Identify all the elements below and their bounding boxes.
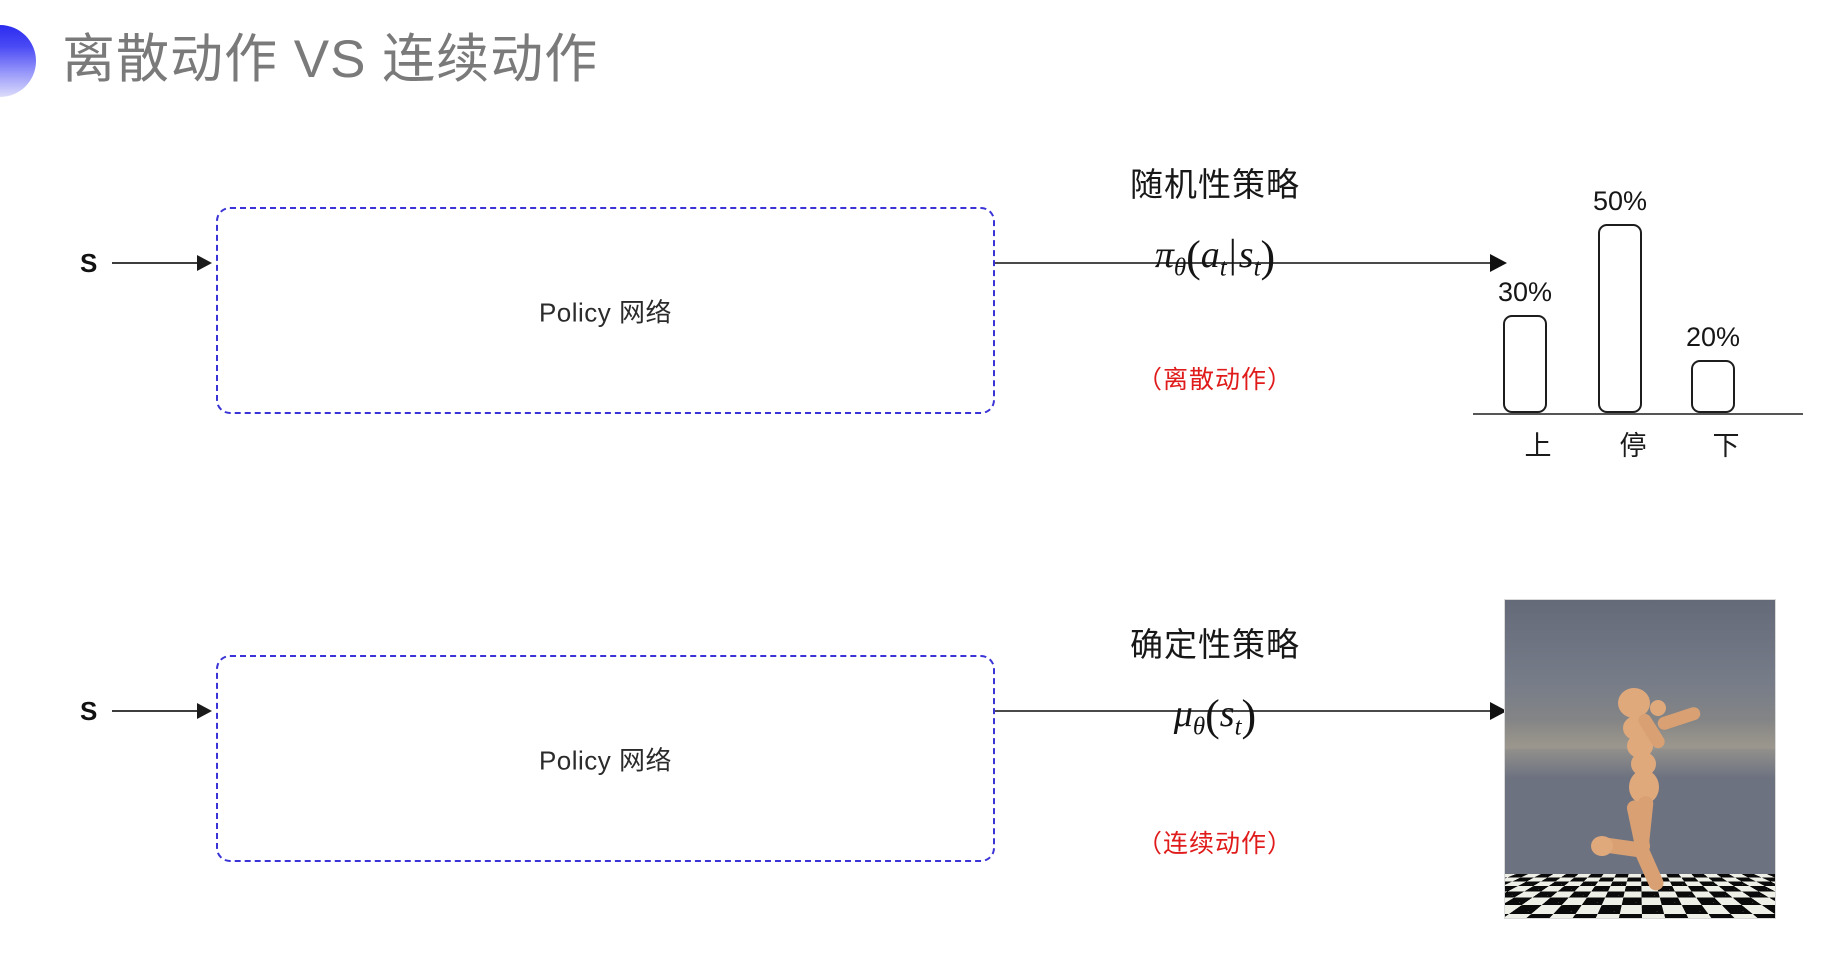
humanoid-fist — [1650, 700, 1666, 716]
formula-pi: π — [1154, 234, 1174, 276]
bar-rect-1 — [1598, 223, 1642, 413]
annotation-note-discrete: （离散动作） — [1136, 366, 1293, 394]
bar-value-label-1: 50% — [1592, 185, 1648, 216]
chart-x-axis — [1473, 413, 1803, 415]
arrow-head-icon — [1490, 702, 1507, 720]
annotation-formula-continuous: μθ(st) — [1090, 690, 1340, 742]
formula-mu: μ — [1173, 693, 1193, 735]
annotation-title-discrete: 随机性策略 — [1130, 166, 1300, 203]
formula-open-paren: ( — [1205, 691, 1220, 740]
input-state-label-continuous: S — [80, 696, 98, 726]
annotation-formula-discrete: πθ(at|st) — [1090, 230, 1340, 283]
input-arrow-discrete — [112, 252, 212, 274]
formula-close-paren: ) — [1241, 691, 1257, 740]
output-arrow-discrete — [995, 252, 1507, 274]
formula-state: s — [1219, 693, 1235, 735]
formula-theta: θ — [1192, 713, 1206, 741]
formula-given-bar: | — [1228, 231, 1237, 276]
annotation-note-continuous: （连续动作） — [1136, 830, 1293, 858]
policy-network-box-continuous[interactable]: Policy 网络 — [216, 655, 995, 862]
humanoid-back-foot — [1591, 836, 1613, 856]
formula-state-sub: t — [1234, 713, 1242, 741]
input-arrow-continuous — [112, 700, 212, 722]
formula-state: s — [1238, 234, 1254, 276]
arrow-shaft — [995, 262, 1491, 264]
humanoid-simulation-image — [1504, 599, 1776, 919]
arrow-shaft — [112, 710, 198, 712]
chart-plot-area: 30% 50% 20% — [1473, 140, 1803, 413]
formula-close-paren: ) — [1260, 232, 1276, 281]
input-state-label-discrete: S — [80, 248, 98, 278]
bar-rect-0 — [1503, 314, 1547, 413]
formula-action-sub: t — [1219, 254, 1227, 282]
bar-group-1[interactable]: 50% — [1593, 186, 1647, 413]
bar-value-label-0: 30% — [1497, 276, 1553, 307]
chart-category-label-2: 下 — [1712, 431, 1740, 461]
formula-open-paren: ( — [1186, 232, 1201, 281]
formula-theta: θ — [1173, 254, 1187, 282]
policy-network-box-discrete[interactable]: Policy 网络 — [216, 207, 995, 414]
policy-network-label: Policy 网络 — [538, 745, 673, 775]
action-probability-bar-chart: 30% 50% 20% — [1473, 140, 1803, 415]
formula-state-sub: t — [1253, 254, 1261, 282]
sim-checkerboard-floor — [1505, 874, 1775, 918]
chart-category-label-1: 停 — [1619, 431, 1647, 461]
arrow-shaft — [995, 710, 1491, 712]
title-decoration-icon — [0, 25, 36, 97]
bar-group-2[interactable]: 20% — [1686, 322, 1740, 413]
chart-category-label-0: 上 — [1524, 431, 1552, 461]
arrow-head-icon — [197, 255, 212, 271]
bar-rect-2 — [1691, 360, 1735, 413]
formula-action: a — [1200, 234, 1220, 276]
page-title: 离散动作 VS 连续动作 — [62, 30, 599, 89]
bar-group-0[interactable]: 30% — [1498, 277, 1552, 413]
arrow-shaft — [112, 262, 198, 264]
policy-network-label: Policy 网络 — [538, 297, 673, 327]
arrow-head-icon — [1490, 254, 1507, 272]
output-arrow-continuous — [995, 700, 1507, 722]
annotation-title-continuous: 确定性策略 — [1130, 626, 1300, 663]
bar-value-label-2: 20% — [1685, 322, 1741, 352]
arrow-head-icon — [197, 703, 212, 719]
